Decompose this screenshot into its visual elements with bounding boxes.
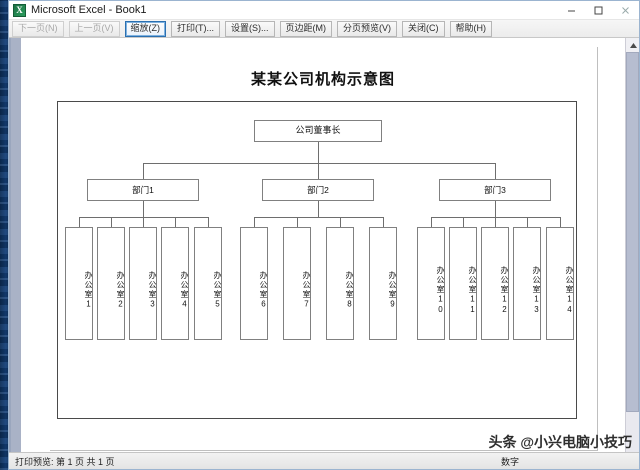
connector-drop-dept-3 xyxy=(495,163,496,179)
connector-drop-office-3 xyxy=(143,217,144,227)
page-title: 某某公司机构示意图 xyxy=(250,72,395,88)
connector-drop-office-13 xyxy=(527,217,528,227)
excel-icon xyxy=(13,3,26,17)
connector-drop-office-10 xyxy=(431,217,432,227)
titlebar: Microsoft Excel - Book1 xyxy=(9,1,639,20)
org-node-office-6[interactable]: 办公室6 xyxy=(240,227,268,340)
connector-stem-dept-2 xyxy=(318,201,319,217)
org-node-department-1[interactable]: 部门1 xyxy=(87,179,199,201)
page-break-preview-button[interactable]: 分页预览(V) xyxy=(337,20,397,37)
org-node-office-3[interactable]: 办公室3 xyxy=(129,227,157,340)
org-node-office-11[interactable]: 办公室11 xyxy=(449,227,477,340)
org-node-office-12[interactable]: 办公室12 xyxy=(481,227,509,340)
minimize-icon[interactable] xyxy=(558,1,585,20)
org-chart-frame: 公司董事长 部门1 部门2 部门3 xyxy=(57,101,577,419)
margins-button[interactable]: 页边距(M) xyxy=(279,20,332,37)
print-preview-toolbar: 下一页(N) 上一页(V) 缩放(Z) 打印(T)... 设置(S)... 页边… xyxy=(9,20,639,38)
statusbar-page-info: 打印预览: 第 1 页 共 1 页 xyxy=(15,456,115,467)
org-node-office-14[interactable]: 办公室14 xyxy=(546,227,574,340)
vertical-scrollbar[interactable] xyxy=(625,38,639,452)
maximize-icon[interactable] xyxy=(585,1,612,20)
window-title: Microsoft Excel - Book1 xyxy=(31,4,147,16)
preview-canvas[interactable]: 某某公司机构示意图 公司董事长 部门1 部门2 部门3 xyxy=(9,38,625,452)
connector-drop-office-5 xyxy=(208,217,209,227)
org-node-office-7[interactable]: 办公室7 xyxy=(283,227,311,340)
print-preview-area: 某某公司机构示意图 公司董事长 部门1 部门2 部门3 xyxy=(9,38,639,452)
zoom-button[interactable]: 缩放(Z) xyxy=(124,20,166,37)
connector-drop-office-6 xyxy=(254,217,255,227)
connector-drop-office-9 xyxy=(383,217,384,227)
connector-office-bus-2 xyxy=(254,217,383,218)
org-node-office-10[interactable]: 办公室10 xyxy=(417,227,445,340)
scrollbar-thumb[interactable] xyxy=(626,52,639,412)
org-node-office-5[interactable]: 办公室5 xyxy=(194,227,222,340)
preview-left-margin-strip xyxy=(11,38,21,452)
org-node-office-4[interactable]: 办公室4 xyxy=(161,227,189,340)
scroll-up-icon[interactable] xyxy=(626,38,639,52)
print-button[interactable]: 打印(T)... xyxy=(171,20,220,37)
statusbar-mode: 数字 xyxy=(500,457,519,467)
connector-drop-office-8 xyxy=(340,217,341,227)
connector-drop-office-1 xyxy=(79,217,80,227)
connector-drop-office-14 xyxy=(560,217,561,227)
previous-page-button[interactable]: 上一页(V) xyxy=(68,20,120,37)
org-node-department-2[interactable]: 部门2 xyxy=(262,179,374,201)
org-node-office-9[interactable]: 办公室9 xyxy=(369,227,397,340)
org-node-office-1[interactable]: 办公室1 xyxy=(65,227,93,340)
org-node-root[interactable]: 公司董事长 xyxy=(254,120,382,142)
connector-department-bus xyxy=(143,163,495,164)
statusbar: 打印预览: 第 1 页 共 1 页 数字 xyxy=(9,452,639,469)
connector-drop-office-4 xyxy=(175,217,176,227)
connector-stem-dept-1 xyxy=(143,201,144,217)
excel-window: Microsoft Excel - Book1 下一页(N) 上一页(V) 缩放… xyxy=(8,0,640,470)
connector-drop-office-2 xyxy=(111,217,112,227)
printed-page: 某某公司机构示意图 公司董事长 部门1 部门2 部门3 xyxy=(49,46,597,450)
close-preview-button[interactable]: 关闭(C) xyxy=(402,20,445,37)
org-node-office-2[interactable]: 办公室2 xyxy=(97,227,125,340)
next-page-button[interactable]: 下一页(N) xyxy=(12,20,64,37)
window-controls xyxy=(558,1,639,20)
close-icon[interactable] xyxy=(612,1,639,20)
org-node-office-13[interactable]: 办公室13 xyxy=(513,227,541,340)
connector-drop-dept-1 xyxy=(143,163,144,179)
watermark: 头条 @小兴电脑小技巧 xyxy=(488,434,632,450)
setup-button[interactable]: 设置(S)... xyxy=(225,20,275,37)
connector-drop-office-12 xyxy=(495,217,496,227)
connector-root-stem xyxy=(318,142,319,163)
connector-drop-office-11 xyxy=(463,217,464,227)
org-node-office-8[interactable]: 办公室8 xyxy=(326,227,354,340)
org-node-department-3[interactable]: 部门3 xyxy=(439,179,551,201)
help-button[interactable]: 帮助(H) xyxy=(449,20,492,37)
connector-drop-dept-2 xyxy=(318,163,319,179)
connector-stem-dept-3 xyxy=(495,201,496,217)
connector-drop-office-7 xyxy=(297,217,298,227)
